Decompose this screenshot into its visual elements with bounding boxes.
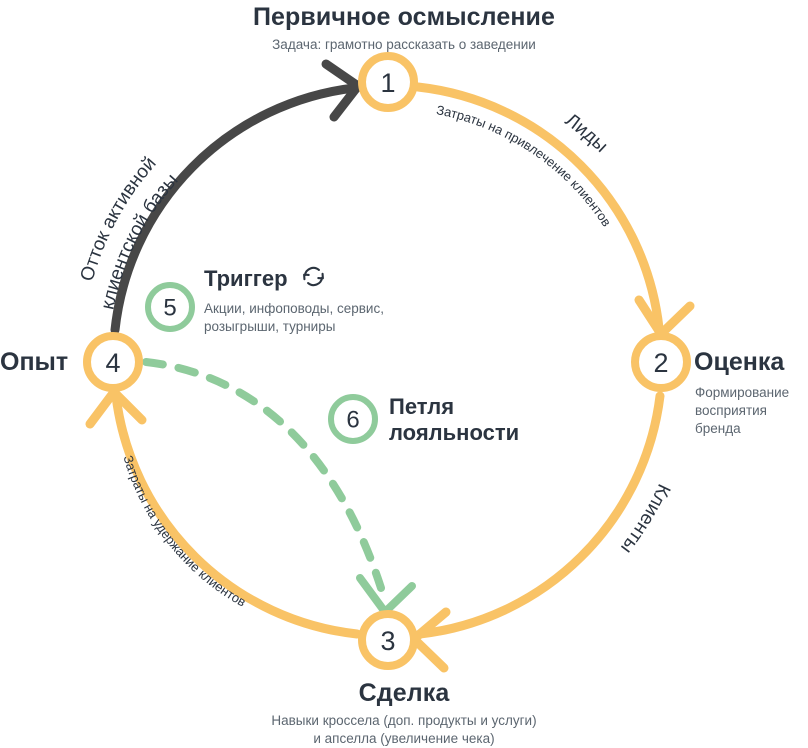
edge-2-to-3-arrowhead xyxy=(409,607,451,673)
stage-2-subtitle: Формирование восприятия бренда xyxy=(695,384,808,437)
edge-3-to-4: Затраты на удержание клиентов xyxy=(85,387,362,639)
callout-badge-5-number: 5 xyxy=(163,295,176,322)
callout-badge-6-ring xyxy=(328,394,378,444)
callout-loyalty-loop-title-line-1: Петля xyxy=(389,394,455,419)
edge-label-retention-inner: Затраты на удержание клиентов xyxy=(120,454,248,610)
callout-trigger-title: Триггер xyxy=(204,266,288,291)
node-2-ring xyxy=(631,332,691,392)
stage-3-subtitle: Навыки кроссела (доп. продукты и услуги)… xyxy=(0,712,808,748)
loyalty-loop-arrowhead xyxy=(356,574,416,616)
edge-1-to-2-arc xyxy=(413,82,664,333)
edge-3-to-4-arrowhead xyxy=(85,387,147,429)
edge-1-to-2-arrowhead xyxy=(634,295,695,339)
callout-loyalty-loop-title-line-2: лояльности xyxy=(389,419,520,445)
refresh-icon xyxy=(301,264,326,295)
stage-1-subtitle: Задача: грамотно рассказать о заведении xyxy=(272,37,536,52)
stage-2-subtitle-line-1: Формирование xyxy=(695,385,790,400)
node-2[interactable]: 2 xyxy=(631,332,691,392)
node-1[interactable]: 1 xyxy=(358,52,418,112)
stage-2-subtitle-line-3: бренда xyxy=(695,420,741,436)
stage-2-subtitle-line-2: восприятия xyxy=(695,402,767,418)
edge-3-to-4-arc xyxy=(111,391,362,639)
callout-trigger-subtitle-line-1: Акции, инфоповоды, сервис, xyxy=(204,300,384,316)
node-1-ring xyxy=(358,52,418,112)
edge-4-to-1-arrowhead xyxy=(321,59,363,122)
edge-2-to-3-arc xyxy=(415,391,665,639)
node-3-number: 3 xyxy=(380,626,395,656)
callout-trigger-title-row: Триггер xyxy=(204,264,464,295)
callout-badge-5[interactable]: 5 xyxy=(145,282,195,332)
callout-trigger: Триггер Акции, инфоповоды, сервис, розыг… xyxy=(204,264,464,336)
node-1-number: 1 xyxy=(380,68,395,98)
node-3[interactable]: 3 xyxy=(358,610,418,670)
callout-badge-6-number: 6 xyxy=(346,407,359,434)
node-4-ring xyxy=(83,332,143,392)
callout-badge-6[interactable]: 6 xyxy=(328,394,378,444)
stage-3-title: Сделка xyxy=(358,679,450,707)
loyalty-loop-dashed-path xyxy=(142,358,385,592)
callout-trigger-subtitle-line-2: розыгрыши, турниры xyxy=(204,319,336,335)
callout-loyalty-loop: Петля лояльности xyxy=(389,394,589,446)
node-4-number: 4 xyxy=(105,348,120,378)
edge-4-to-1-arc xyxy=(110,83,359,335)
stage-2-title: Оценка xyxy=(694,348,785,376)
stage-3-subtitle-line-2: и апселла (увеличение чека) xyxy=(313,730,495,746)
stage-3-subtitle-line-1: Навыки кроссела (доп. продукты и услуги) xyxy=(271,713,537,728)
callout-trigger-subtitle: Акции, инфоповоды, сервис, розыгрыши, ту… xyxy=(204,300,464,336)
edge-4-to-3-loyalty-loop xyxy=(142,358,416,616)
stage-1-title: Первичное осмысление xyxy=(252,3,556,31)
callout-badge-5-ring xyxy=(145,282,195,332)
node-4[interactable]: 4 xyxy=(83,332,143,392)
stage-4-title: Опыт xyxy=(0,348,69,376)
node-3-ring xyxy=(358,610,418,670)
node-2-number: 2 xyxy=(653,348,668,378)
